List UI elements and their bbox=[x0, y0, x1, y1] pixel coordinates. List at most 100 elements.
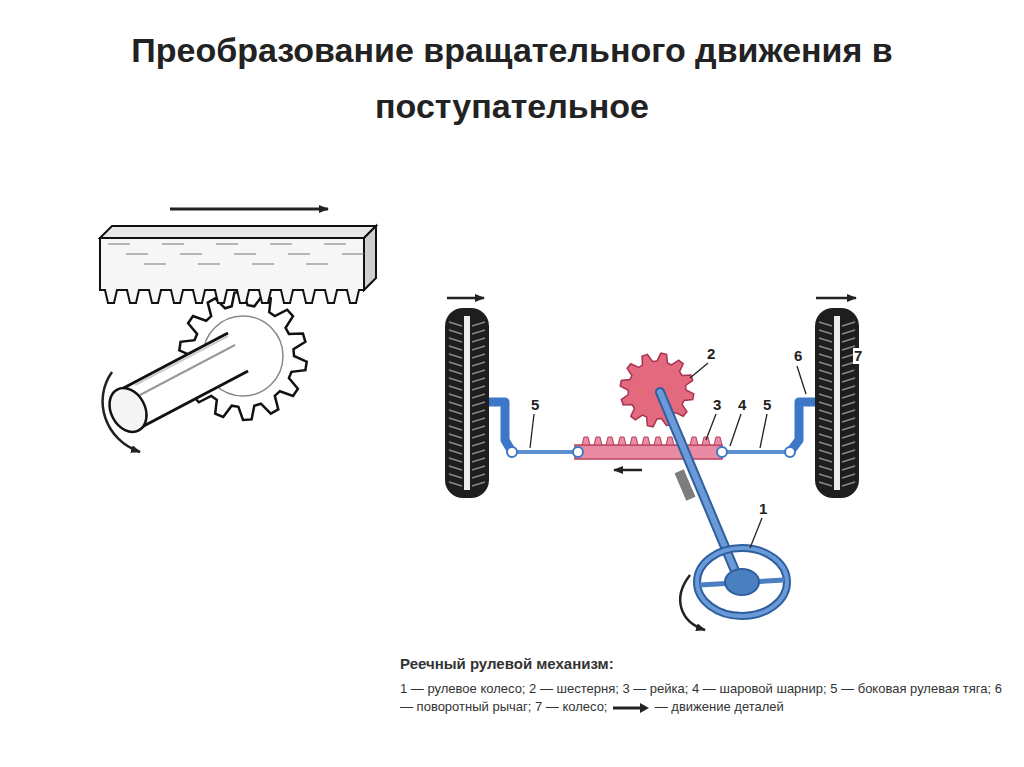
tread-line bbox=[449, 482, 462, 486]
rack-shading bbox=[306, 264, 328, 265]
wheel-right bbox=[815, 308, 859, 498]
tread-line bbox=[472, 434, 485, 438]
callout-number: 5 bbox=[762, 397, 772, 413]
tread-line bbox=[819, 322, 832, 326]
callout-number: 3 bbox=[712, 397, 722, 413]
rack-tooth bbox=[606, 437, 614, 445]
motion-arrow bbox=[614, 469, 642, 472]
tread-line bbox=[819, 482, 832, 486]
tread-line bbox=[819, 410, 832, 414]
rack-shading bbox=[252, 264, 274, 265]
legend-arrow-shaft bbox=[613, 706, 641, 709]
slide-title: Преобразование вращательного движения в … bbox=[112, 22, 912, 134]
ball-joint bbox=[573, 447, 583, 457]
figure-caption: Реечный рулевой механизм: bbox=[400, 655, 614, 672]
tread-line bbox=[842, 466, 855, 470]
legend-arrow bbox=[611, 703, 651, 713]
tread-line bbox=[819, 474, 832, 478]
tread-line bbox=[842, 434, 855, 438]
rack-shading bbox=[234, 254, 256, 255]
rotation-arrow bbox=[103, 372, 140, 452]
motion-arrow bbox=[170, 208, 328, 211]
wheel-left bbox=[445, 308, 489, 498]
tread-line bbox=[842, 482, 855, 486]
tread-line bbox=[449, 402, 462, 406]
rack-shading bbox=[324, 244, 346, 245]
steering-knuckle bbox=[489, 402, 512, 452]
tread-line bbox=[472, 378, 485, 382]
tread-line bbox=[472, 442, 485, 446]
legend-arrow-head bbox=[640, 703, 649, 713]
tread-line bbox=[842, 322, 855, 326]
rack-shading bbox=[288, 254, 310, 255]
ball-joint bbox=[507, 447, 517, 457]
tread-line bbox=[449, 442, 462, 446]
rack-tooth bbox=[654, 437, 662, 445]
tread-line bbox=[472, 466, 485, 470]
tread-line bbox=[472, 402, 485, 406]
tread-line bbox=[842, 338, 855, 342]
tread-line bbox=[449, 410, 462, 414]
tread-line bbox=[842, 410, 855, 414]
rack-shading bbox=[126, 254, 148, 255]
tread-line bbox=[472, 386, 485, 390]
rack-shading bbox=[198, 264, 220, 265]
rack-shading bbox=[342, 254, 364, 255]
rack bbox=[100, 226, 376, 303]
rack-teeth bbox=[100, 238, 364, 303]
tread-line bbox=[842, 386, 855, 390]
tread-line bbox=[819, 434, 832, 438]
tread-line bbox=[449, 418, 462, 422]
tread-line bbox=[842, 418, 855, 422]
tread-line bbox=[842, 458, 855, 462]
rack-tooth bbox=[642, 437, 650, 445]
tread-line bbox=[842, 402, 855, 406]
tread-line bbox=[472, 362, 485, 366]
tread-line bbox=[449, 474, 462, 478]
tread-line bbox=[472, 354, 485, 358]
tread-line bbox=[449, 458, 462, 462]
tread-line bbox=[819, 450, 832, 454]
rack-shading bbox=[108, 244, 130, 245]
tread-line bbox=[842, 394, 855, 398]
tread-line bbox=[449, 394, 462, 398]
tread-line bbox=[449, 434, 462, 438]
shaft bbox=[102, 336, 240, 438]
rack-tooth bbox=[690, 437, 698, 445]
rack-shading bbox=[144, 264, 166, 265]
motion-arrow bbox=[816, 297, 856, 300]
tread-line bbox=[842, 450, 855, 454]
tread-line bbox=[819, 386, 832, 390]
tread-line bbox=[819, 426, 832, 430]
rotation-arrow bbox=[680, 575, 705, 630]
rack-shading bbox=[270, 244, 292, 245]
steering-arm bbox=[790, 402, 815, 452]
tread-line bbox=[819, 346, 832, 350]
tread-line bbox=[472, 474, 485, 478]
tread-line bbox=[472, 394, 485, 398]
tread-line bbox=[449, 338, 462, 342]
callout-number: 2 bbox=[706, 346, 716, 362]
rack-tooth bbox=[582, 437, 590, 445]
rack-shading bbox=[216, 244, 238, 245]
rack-shading bbox=[162, 244, 184, 245]
tread-line bbox=[449, 386, 462, 390]
rack bbox=[575, 437, 722, 459]
figure-key: 1 — рулевое колесо; 2 — шестерня; 3 — ре… bbox=[400, 680, 1012, 716]
tread-line bbox=[819, 418, 832, 422]
tread-line bbox=[819, 330, 832, 334]
tread-line bbox=[449, 322, 462, 326]
tread-line bbox=[842, 426, 855, 430]
tread-line bbox=[449, 330, 462, 334]
callout-number: 7 bbox=[853, 348, 863, 364]
ball-joint bbox=[785, 447, 795, 457]
legend-text: — движение деталей bbox=[655, 699, 784, 714]
tread-line bbox=[449, 346, 462, 350]
tread-line bbox=[449, 450, 462, 454]
tread-line bbox=[449, 354, 462, 358]
tread-line bbox=[472, 322, 485, 326]
tread-line bbox=[449, 362, 462, 366]
tread-line bbox=[819, 338, 832, 342]
leader-line bbox=[530, 363, 857, 548]
tread-line bbox=[842, 474, 855, 478]
